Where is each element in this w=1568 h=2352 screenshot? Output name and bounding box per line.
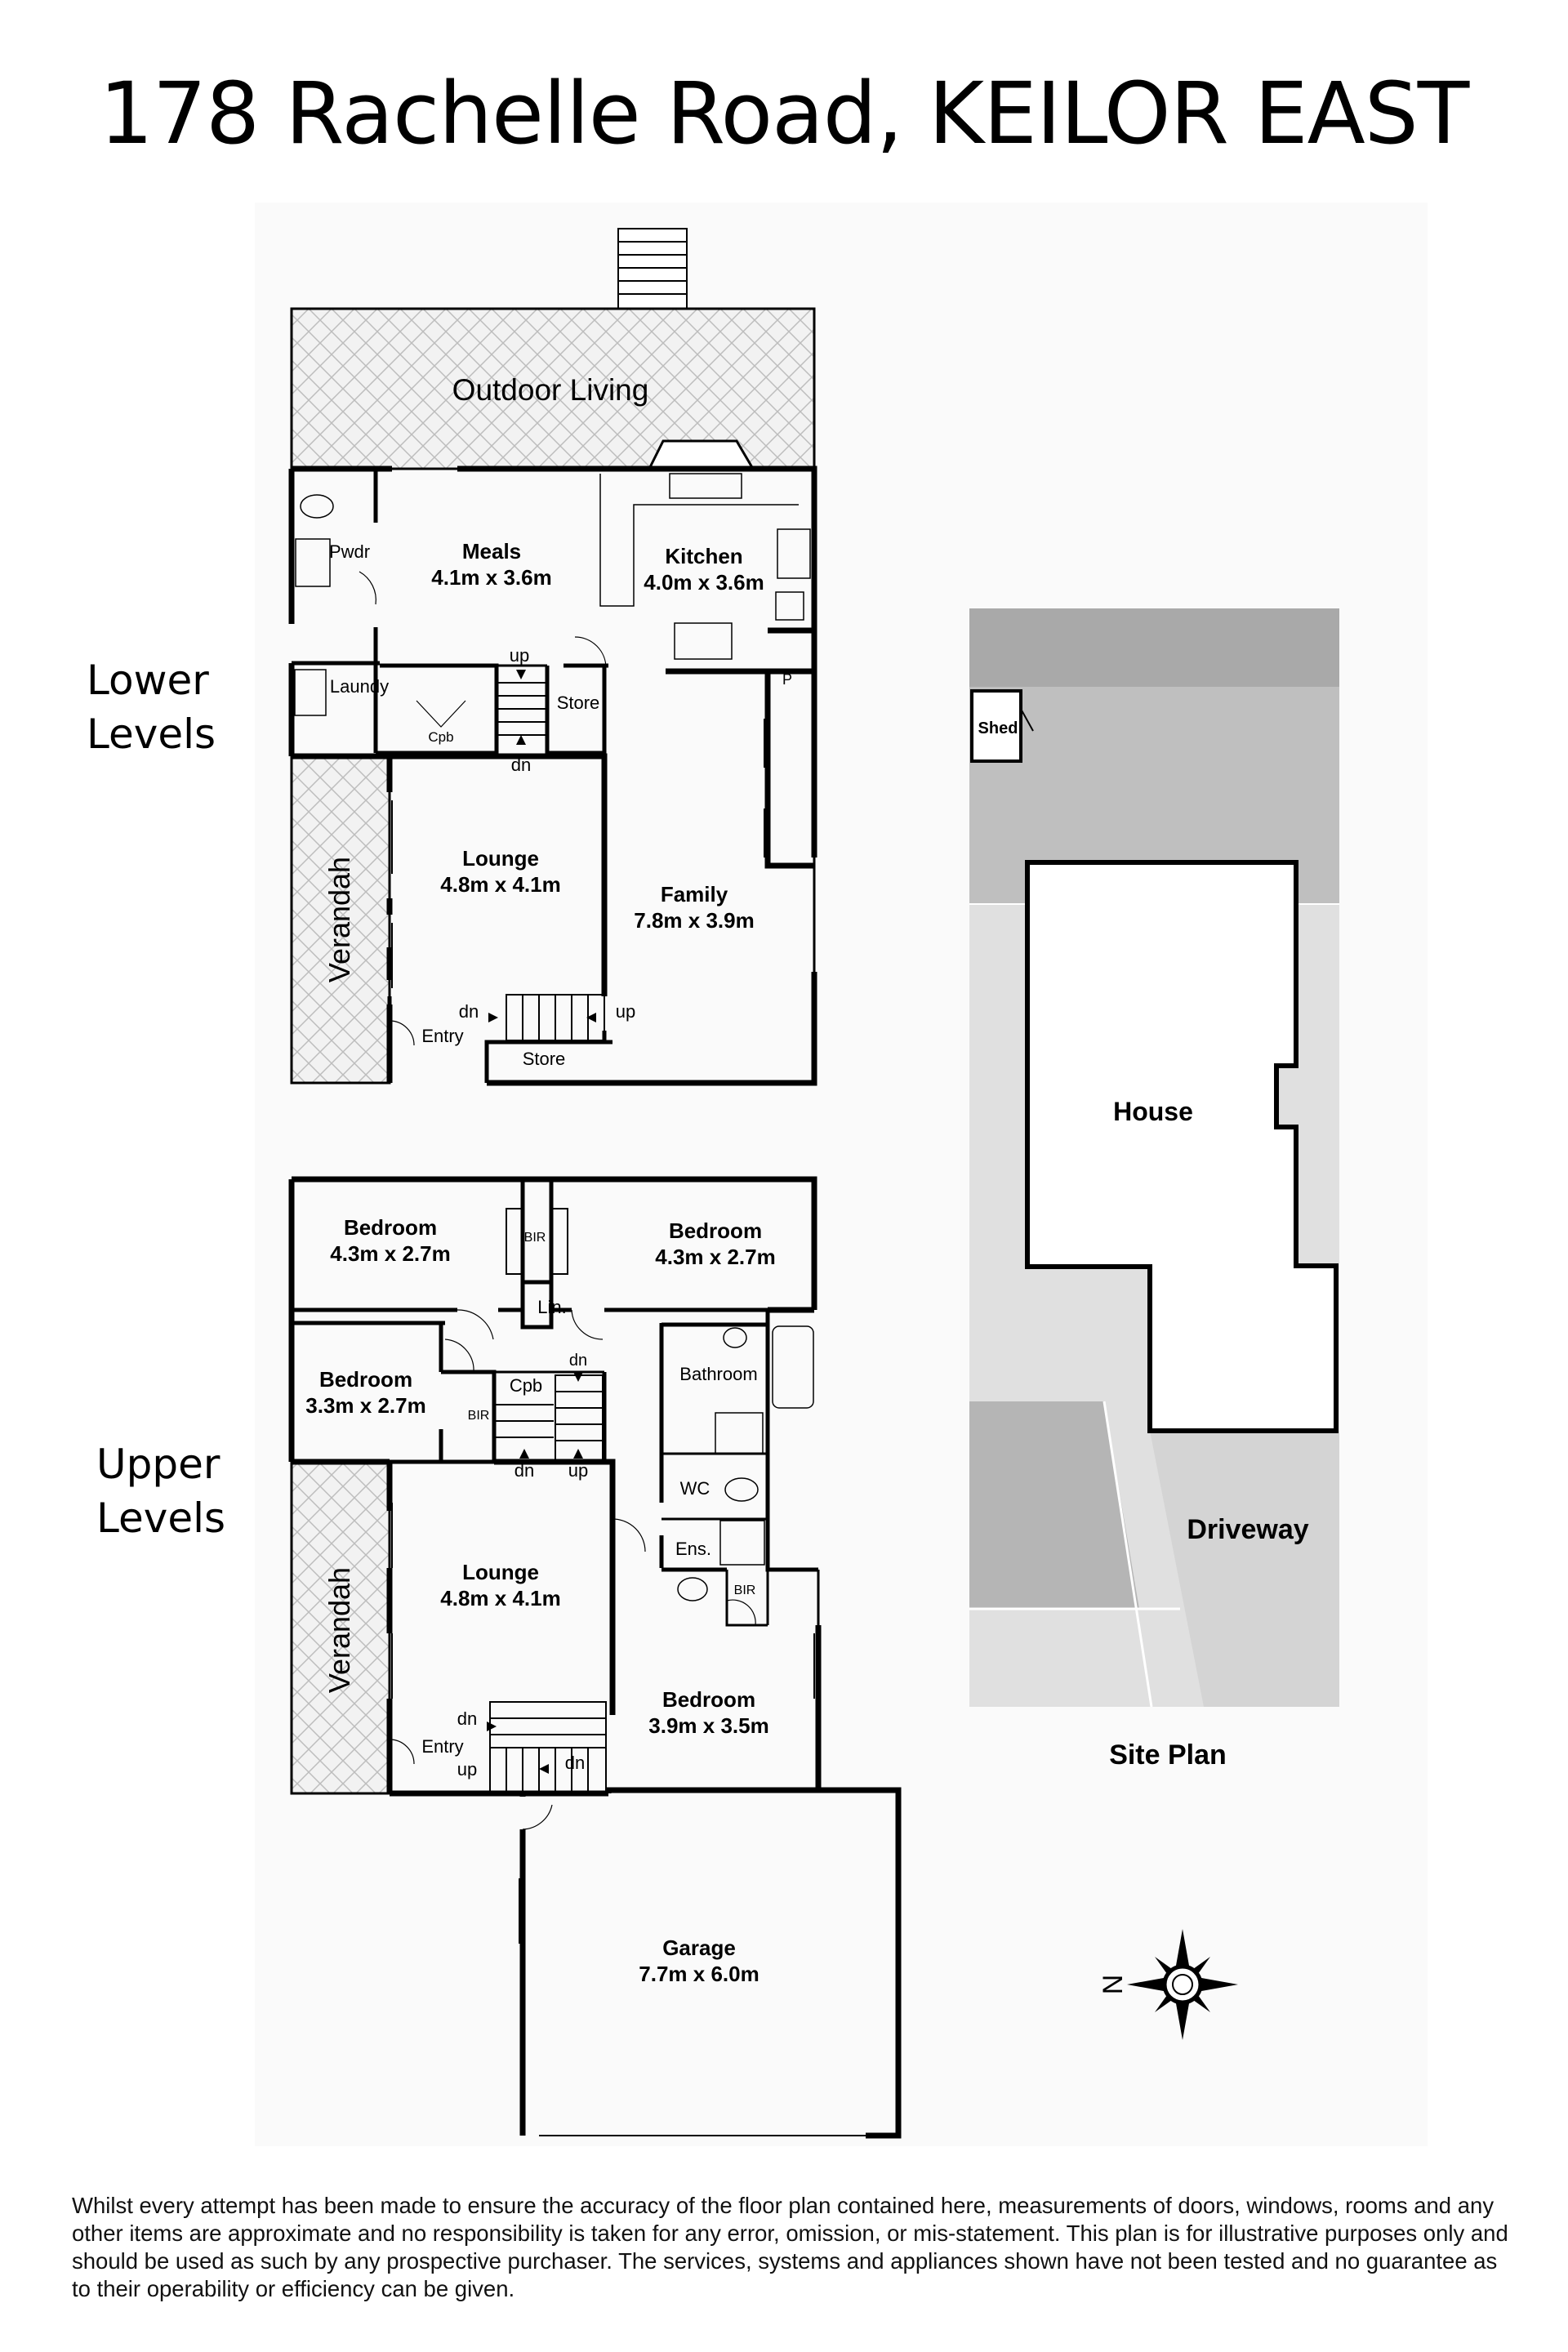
ens-label: Ens. [675,1539,711,1559]
site-rear-strip [969,608,1339,687]
oven [775,591,804,621]
lower-cpb-label: Cpb [428,729,453,745]
upper-mid-up-label: up [568,1460,588,1481]
lower-stair-upper [498,682,546,736]
meals-name: Meals [462,539,521,564]
meals-dims: 4.1m x 3.6m [431,565,551,590]
driveway-label: Driveway [1187,1514,1308,1545]
bedroom3-dims: 3.3m x 2.7m [305,1393,425,1418]
kitchen-name: Kitchen [665,544,742,568]
pwdr-label: Pwdr [329,541,370,562]
lower-lounge-dims: 4.8m x 4.1m [440,872,560,897]
bedroom1-bir-label: BIR [524,1231,546,1245]
upper-entry-up-label: up [457,1759,477,1780]
chimney [617,228,688,310]
wc-label: WC [680,1478,710,1499]
site-driveway [1150,1431,1339,1707]
shed-label: Shed [978,719,1018,737]
lower-store-label: Store [523,1049,566,1069]
laundry-tub-icon [294,669,327,716]
ens-bir-label: BIR [734,1584,756,1597]
bathroom-basin-icon [723,1327,747,1348]
upper-lounge-name: Lounge [462,1560,539,1584]
bedroom1-name: Bedroom [344,1215,437,1240]
kitchen-bench [599,474,799,607]
outdoor-living-label: Outdoor Living [452,373,649,407]
kitchen-dims: 4.0m x 3.6m [644,570,764,595]
upper-bottom-dn-label: dn [565,1753,585,1773]
master-bedroom-name: Bedroom [662,1687,755,1712]
lower-verandah-label: Verandah [323,857,356,982]
upper-level-plan [288,1176,902,2139]
kitchen-sink [669,473,742,499]
master-bedroom-dims: 3.9m x 3.5m [648,1713,768,1738]
bedroom3-bir-label: BIR [468,1409,490,1423]
page-title: 178 Rachelle Road, KEILOR EAST [99,64,1470,163]
upper-entry-label: Entry [421,1736,463,1757]
compass-icon: N [1098,1929,1238,2040]
fridge [674,622,733,660]
bathroom-label: Bathroom [679,1364,757,1384]
ens-toilet-icon [677,1577,708,1601]
cooktop [777,528,811,579]
bedroom2-dims: 4.3m x 2.7m [655,1245,775,1269]
upper-verandah-label: Verandah [323,1567,356,1693]
disclaimer-text: Whilst every attempt has been made to en… [72,2193,1508,2301]
garage-name: Garage [662,1936,736,1960]
upper-cpb-label: Cpb [510,1375,542,1396]
lower-levels-label-line2: Levels [87,710,216,758]
bedroom2-name: Bedroom [669,1218,762,1243]
upper-stair-arrows [487,1372,583,1774]
lower-levels-label-line1: Lower [87,657,209,704]
bedroom3-name: Bedroom [319,1367,412,1392]
laundy-label: Laundy [330,676,389,697]
lower-level-labels: Outdoor Living Pwdr Meals 4.1m x 3.6m Ki… [323,373,792,1069]
pantry-label: P [782,671,792,688]
upper-levels-label-line2: Levels [96,1494,226,1542]
family-name: Family [661,882,728,906]
house-label: House [1113,1097,1193,1126]
lower-entry-dn-label: dn [459,1001,479,1022]
upper-levels-label-line1: Upper [96,1441,220,1488]
upper-verandah [290,1460,391,1795]
upper-lounge-dims: 4.8m x 4.1m [440,1586,560,1610]
lower-entry-label: Entry [421,1026,463,1046]
lower-lounge-name: Lounge [462,846,539,871]
lin-label: Lin. [537,1297,566,1317]
lower-stair-arrows [488,670,596,1022]
upper-top-dn-label: dn [569,1352,587,1370]
store-label: Store [557,693,600,713]
upper-levels-label: Upper Levels [96,1437,225,1545]
bathroom-shower-icon [715,1412,764,1454]
upper-mid-dn-label: dn [514,1460,534,1481]
lower-level-plan [288,228,817,1086]
compass-north-letter: N [1098,1975,1129,1995]
site-front-garden [969,1401,1139,1609]
lower-dn-label: dn [511,755,531,775]
bath-icon [772,1325,814,1409]
kitchen-bay-window [648,439,755,470]
wc-toilet-icon [724,1477,759,1502]
pwdr-toilet-icon [300,494,334,519]
pwdr-basin-icon [295,538,331,587]
garage-dims: 7.7m x 6.0m [639,1962,759,1986]
lower-levels-label: Lower Levels [87,653,216,761]
bedroom1-dims: 4.3m x 2.7m [330,1241,450,1266]
site-plan: Shed House Driveway Site Plan [969,608,1339,1771]
ens-shower-icon [719,1520,765,1566]
lower-entry-up-label: up [616,1001,635,1022]
lower-up-label: up [510,645,529,666]
site-house [1025,860,1339,1433]
upper-stairs [489,1374,607,1793]
upper-entry-dn-label: dn [457,1708,477,1729]
site-shed [970,689,1022,763]
upper-level-labels: Bedroom 4.3m x 2.7m BIR Bedroom 4.3m x 2… [305,1215,775,1986]
site-plan-label: Site Plan [1109,1740,1227,1771]
family-dims: 7.8m x 3.9m [634,908,754,933]
